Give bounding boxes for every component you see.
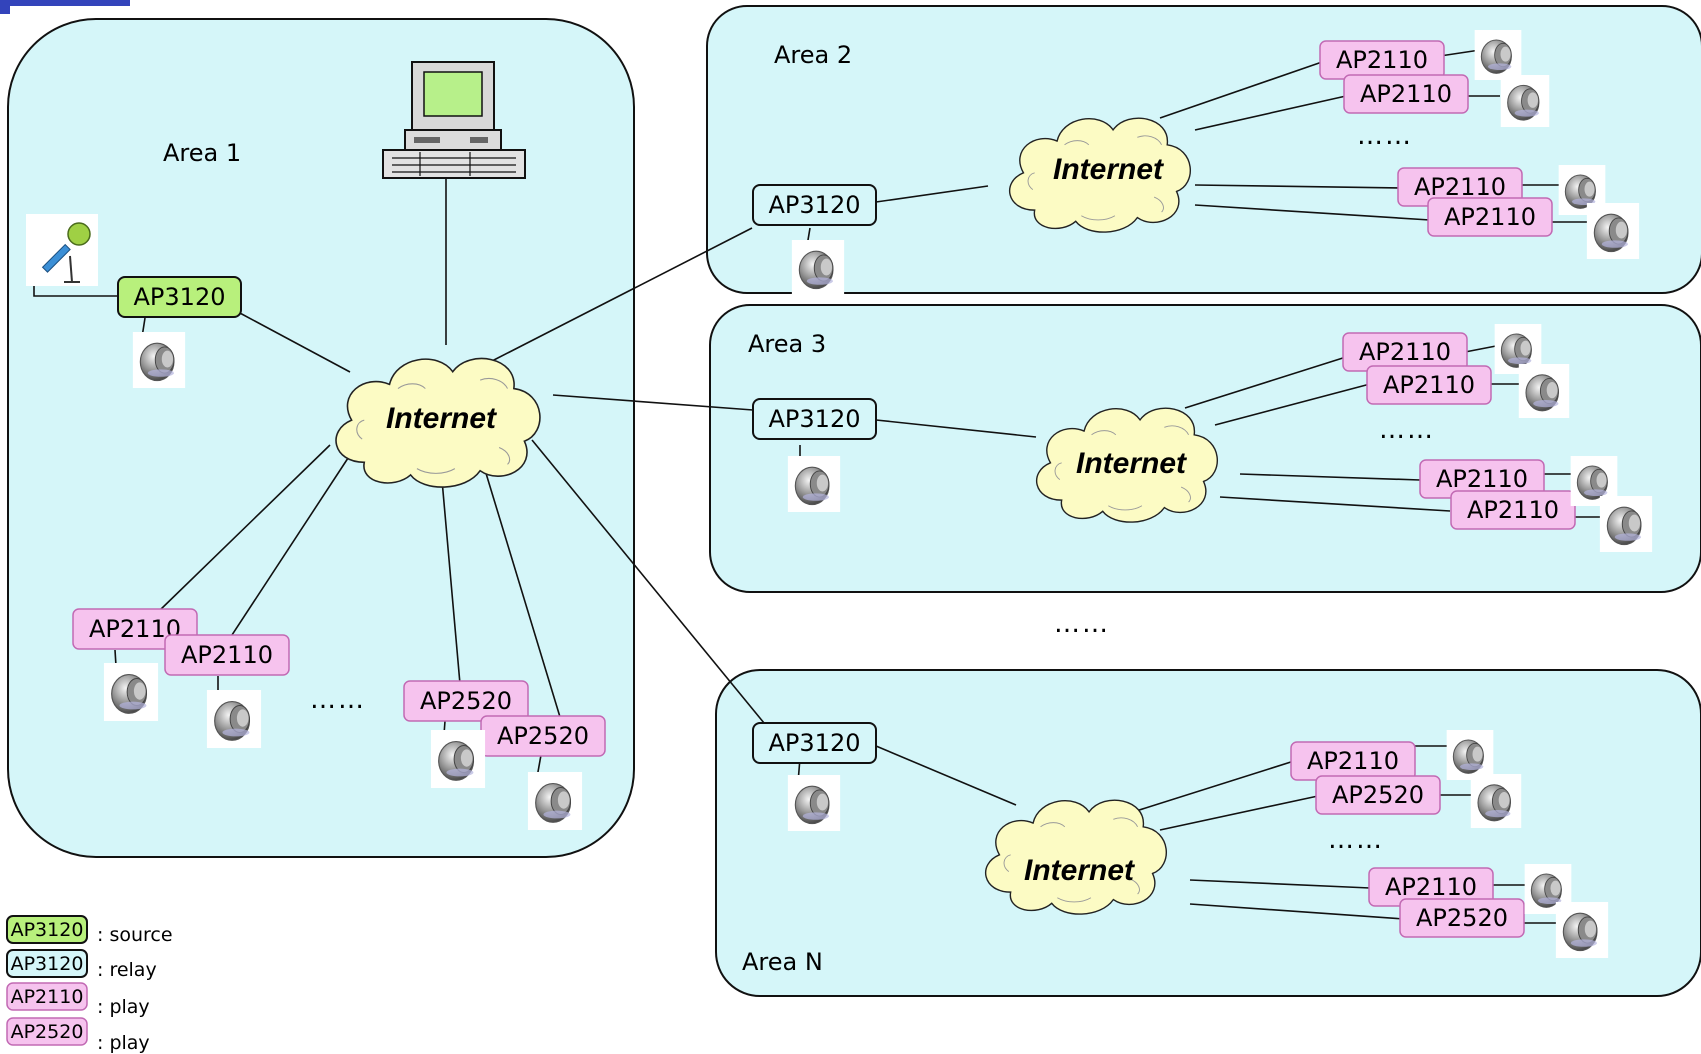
area-3-ellipsis: ……	[1379, 415, 1435, 445]
svg-text:AP2520: AP2520	[11, 1021, 84, 1043]
speaker-icon	[430, 730, 486, 788]
area-3-player-2: AP2110	[1366, 365, 1492, 405]
cloud-label: Internet	[386, 402, 498, 435]
area-2-relay-device: AP3120	[752, 184, 877, 226]
area-3-player-1: AP2110	[1342, 332, 1468, 372]
speaker-icon	[1470, 774, 1522, 828]
svg-text:AP3120: AP3120	[11, 953, 84, 975]
cloud-label: Internet	[1076, 447, 1188, 480]
speaker-icon	[1518, 364, 1570, 418]
area-n-internet-cloud: Internet	[984, 799, 1168, 915]
svg-text:AP2110: AP2110	[1336, 46, 1428, 74]
svg-text:AP2110: AP2110	[11, 986, 84, 1008]
svg-text:AP3120: AP3120	[769, 191, 861, 219]
area-1-player-3: AP2520	[403, 680, 529, 722]
area-3-title: Area 3	[748, 330, 826, 358]
svg-text:AP2110: AP2110	[1307, 747, 1399, 775]
svg-text:: source: : source	[97, 924, 173, 946]
svg-text:AP2520: AP2520	[1416, 904, 1508, 932]
legend-item-play-ap2110: AP2110 : play	[6, 982, 150, 1018]
svg-text:AP2110: AP2110	[1414, 173, 1506, 201]
area-3-player-3: AP2110	[1419, 459, 1545, 499]
area-2-player-4: AP2110	[1427, 197, 1553, 237]
svg-text:AP3120: AP3120	[134, 283, 226, 311]
corner-accent	[0, 0, 130, 6]
speaker-icon	[791, 240, 845, 296]
area-1-ellipsis: ……	[310, 685, 366, 715]
area-2-player-3: AP2110	[1397, 167, 1523, 207]
svg-text:AP3120: AP3120	[769, 729, 861, 757]
area-1-internet-cloud: Internet	[335, 357, 541, 488]
area-3-relay-device: AP3120	[752, 398, 877, 440]
area-n-player-2: AP2520	[1315, 775, 1441, 815]
area-1-player-2: AP2110	[164, 634, 290, 676]
area-2-player-2: AP2110	[1343, 74, 1469, 114]
speaker-icon	[787, 775, 841, 831]
svg-text:AP2520: AP2520	[420, 687, 512, 715]
area-2-internet-cloud: Internet	[1008, 117, 1192, 233]
area-n-ellipsis: ……	[1328, 825, 1384, 855]
svg-text:AP2110: AP2110	[1385, 873, 1477, 901]
computer-icon	[382, 61, 526, 179]
speaker-icon	[103, 663, 159, 721]
microphone-icon	[26, 214, 98, 286]
area-n-panel	[715, 669, 1701, 997]
svg-text:: relay: : relay	[97, 959, 157, 981]
speaker-icon	[1500, 75, 1550, 127]
svg-text:AP2520: AP2520	[497, 722, 589, 750]
svg-text:AP2110: AP2110	[1360, 80, 1452, 108]
area-n-player-4: AP2520	[1399, 898, 1525, 938]
legend-item-source: AP3120 : source	[6, 915, 173, 946]
svg-text:AP2110: AP2110	[1467, 496, 1559, 524]
cloud-label: Internet	[1024, 854, 1136, 887]
svg-text:AP2110: AP2110	[181, 641, 273, 669]
svg-text:: play: : play	[97, 996, 150, 1018]
area-1-player-4: AP2520	[480, 715, 606, 757]
area-3-internet-cloud: Internet	[1035, 407, 1219, 523]
area-1-source-device: AP3120	[117, 276, 242, 318]
area-n-player-3: AP2110	[1368, 867, 1494, 907]
speaker-icon	[1474, 30, 1522, 80]
legend-item-play-ap2520: AP2520 : play	[6, 1017, 150, 1054]
connection-lines	[33, 49, 1605, 924]
areas-ellipsis: ……	[1054, 609, 1110, 639]
svg-text:AP2110: AP2110	[1383, 371, 1475, 399]
svg-text:AP3120: AP3120	[11, 919, 84, 941]
area-n-title: Area N	[742, 948, 823, 976]
legend-item-relay: AP3120 : relay	[6, 949, 157, 981]
svg-text:AP3120: AP3120	[769, 405, 861, 433]
area-3-player-4: AP2110	[1450, 490, 1576, 530]
area-2-title: Area 2	[774, 41, 852, 69]
speaker-icon	[1446, 730, 1494, 780]
area-2-player-1: AP2110	[1319, 40, 1445, 80]
area-2-panel	[706, 5, 1701, 294]
area-2-ellipsis: ……	[1357, 121, 1413, 151]
legend: AP3120 : source AP3120 : relay AP2110 : …	[6, 915, 173, 1054]
svg-text:AP2110: AP2110	[1444, 203, 1536, 231]
cloud-label: Internet	[1053, 153, 1165, 186]
speaker-icon	[527, 772, 583, 830]
area-1-title: Area 1	[163, 139, 241, 167]
speaker-icon	[1599, 496, 1653, 552]
speaker-icon	[206, 690, 262, 748]
area-n-relay-device: AP3120	[752, 722, 877, 764]
svg-text:AP2110: AP2110	[1359, 338, 1451, 366]
area-n-player-1: AP2110	[1290, 741, 1416, 781]
speaker-icon	[1586, 203, 1640, 259]
speaker-icon	[787, 456, 841, 512]
svg-text:AP2110: AP2110	[1436, 465, 1528, 493]
svg-text:AP2520: AP2520	[1332, 781, 1424, 809]
speaker-icon	[1555, 902, 1609, 958]
svg-text:: play: : play	[97, 1032, 150, 1054]
speaker-icon	[132, 332, 186, 388]
